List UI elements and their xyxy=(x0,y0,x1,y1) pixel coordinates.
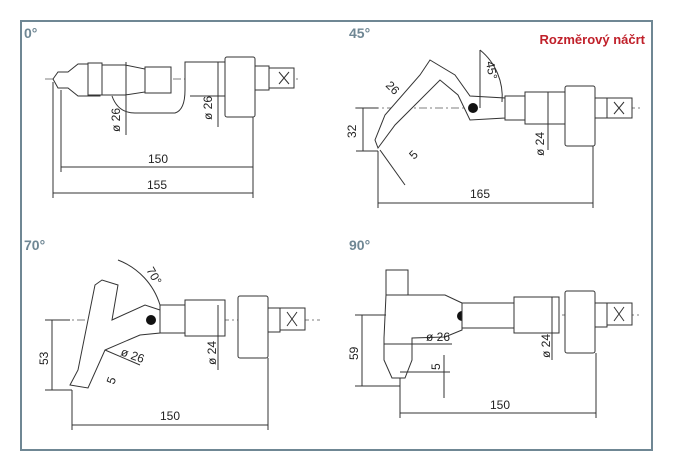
dim-70-offset-5: 5 xyxy=(104,375,120,386)
dim-45-dia-26: 26 xyxy=(383,78,403,98)
dim-70-dia-24: ø 24 xyxy=(205,341,219,365)
view-label-0: 0° xyxy=(24,25,38,41)
dim-45-length-165: 165 xyxy=(470,187,490,201)
dim-70-length-150: 150 xyxy=(160,409,180,423)
dim-45-angle: 45° xyxy=(483,60,500,80)
dim-0-length-155: 155 xyxy=(147,178,167,192)
dim-90-dia-26: ø 26 xyxy=(426,330,450,344)
dim-90-length-150: 150 xyxy=(490,398,510,412)
view-label-70: 70° xyxy=(24,237,46,253)
view-label-90: 90° xyxy=(349,237,371,253)
dim-70-angle: 70° xyxy=(143,265,164,288)
dim-70-height-53: 53 xyxy=(37,351,51,365)
dim-45-dia-24: ø 24 xyxy=(533,132,547,156)
device-0deg xyxy=(45,56,300,198)
dim-0-length-150: 150 xyxy=(148,152,168,166)
sketch-title: Rozměrový náčrt xyxy=(539,32,645,47)
dim-0-dia-1: ø 26 xyxy=(109,108,123,132)
dim-45-offset-5: 5 xyxy=(406,147,421,162)
dim-90-offset-5: 5 xyxy=(429,363,443,370)
dim-0-dia-2: ø 26 xyxy=(201,96,215,120)
drawing-frame xyxy=(20,20,653,451)
dim-90-dia-24: ø 24 xyxy=(539,334,553,358)
dim-90-height-59: 59 xyxy=(347,346,361,360)
device-90deg xyxy=(355,269,640,418)
dim-45-height-32: 32 xyxy=(345,124,359,138)
device-45deg xyxy=(355,49,640,208)
view-label-45: 45° xyxy=(349,25,371,41)
device-70deg xyxy=(45,259,320,430)
dim-70-dia-26: ø 26 xyxy=(119,345,147,366)
